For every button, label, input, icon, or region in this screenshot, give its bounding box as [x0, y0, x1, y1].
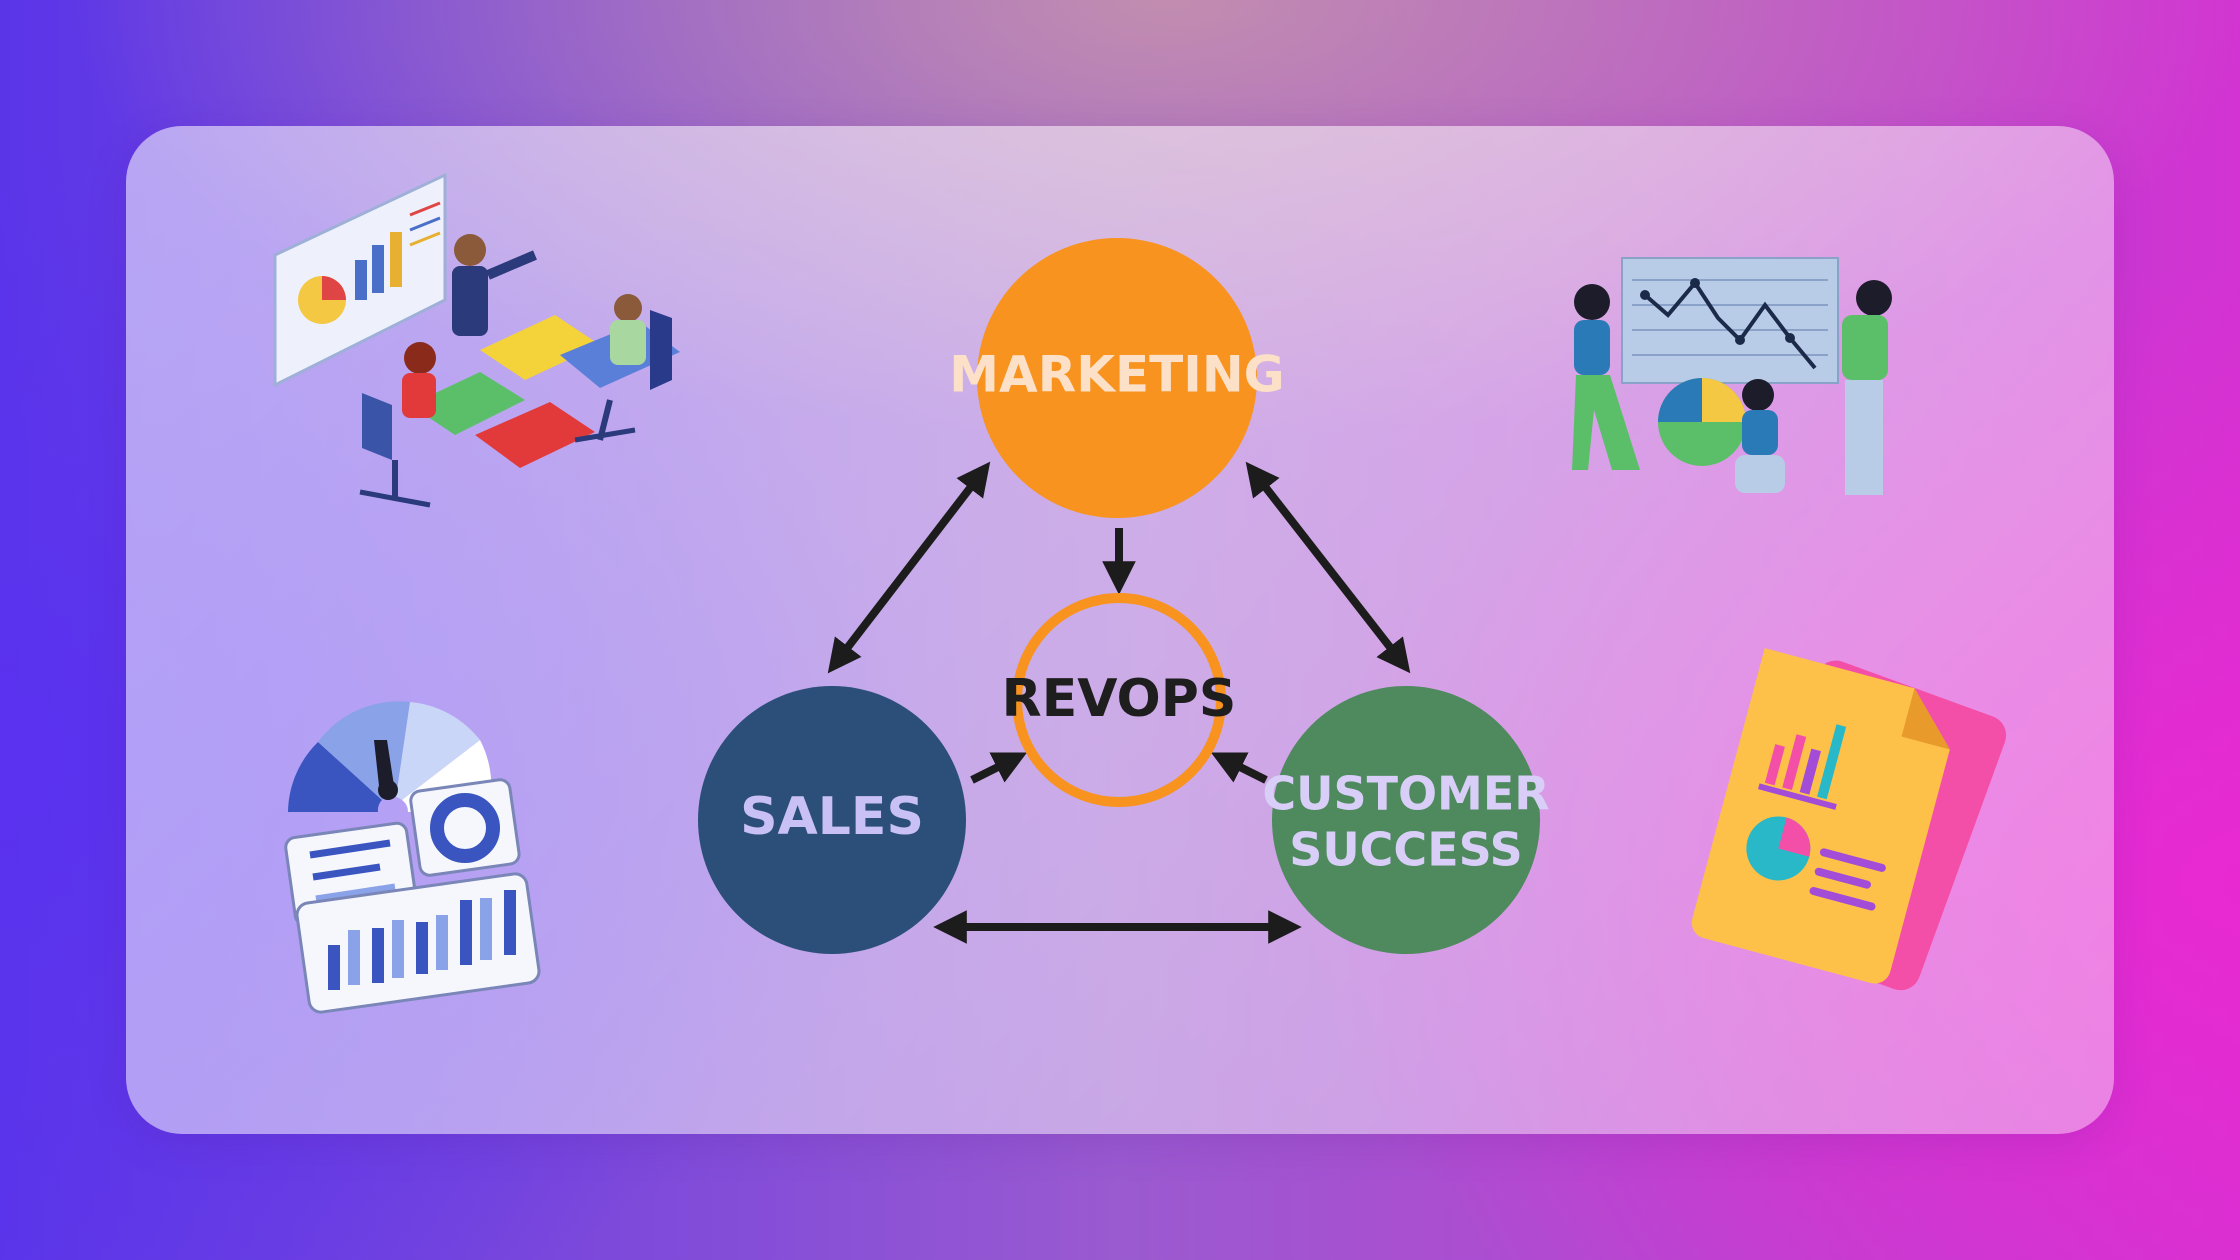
- arrow-marketing-sales: [827, 461, 991, 674]
- arrows: [827, 461, 1411, 944]
- sales-node: SALES: [698, 686, 966, 954]
- sales-label: SALES: [740, 787, 924, 847]
- customer-success-label-line1: CUSTOMER: [1262, 767, 1549, 821]
- arrow-marketing-customer-success: [1245, 461, 1411, 674]
- report-document-icon: [1691, 648, 2007, 991]
- marketing-node: MARKETING: [949, 238, 1285, 518]
- arrow-customer-success-revops: [1210, 752, 1268, 784]
- team-meeting-icon: [273, 172, 680, 508]
- marketing-label: MARKETING: [949, 346, 1284, 404]
- arrow-sales-revops: [970, 752, 1028, 784]
- data-analysis-team-icon: [1572, 257, 1892, 495]
- customer-success-label-line2: SUCCESS: [1289, 823, 1523, 877]
- revops-label: REVOPS: [1002, 669, 1237, 729]
- dashboard-gauge-icon: [284, 701, 541, 1014]
- customer-success-node: CUSTOMER SUCCESS: [1262, 686, 1550, 954]
- revops-node: REVOPS: [1002, 593, 1237, 807]
